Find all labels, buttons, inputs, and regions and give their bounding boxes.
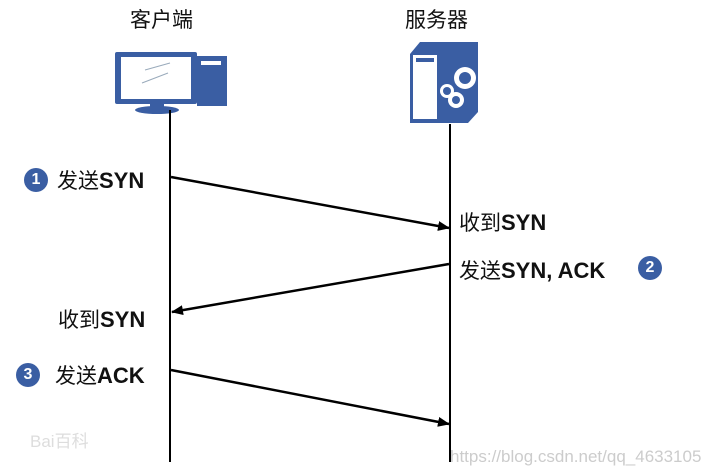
client-title: 客户端 <box>130 8 193 32</box>
client-receive-syn-label: 收到SYN <box>58 309 145 331</box>
arrow-syn <box>170 175 450 231</box>
arrow-ack <box>170 368 450 427</box>
arrow-syn-ack <box>171 262 450 316</box>
client-send-syn-label: 发送SYN <box>57 170 144 192</box>
server-receive-syn-label: 收到SYN <box>459 212 546 234</box>
label-prefix: 收到 <box>459 211 501 235</box>
server-gears-icon <box>410 42 478 123</box>
client-send-ack-label: 发送ACK <box>55 365 145 387</box>
step-number-badge: 1 <box>24 168 48 192</box>
server-title: 服务器 <box>405 8 468 32</box>
label-bold: SYN <box>100 307 146 332</box>
desktop-computer-icon <box>115 52 227 114</box>
label-prefix: 发送 <box>55 364 97 388</box>
url-watermark: https://blog.csdn.net/qq_46331050 <box>450 447 702 466</box>
label-bold: SYN <box>99 168 145 193</box>
label-prefix: 收到 <box>58 308 100 332</box>
server-send-syn-ack-label: 发送SYN, ACK <box>459 260 605 282</box>
baidu-watermark: Bai百科 <box>30 432 89 451</box>
label-prefix: 发送 <box>459 259 501 283</box>
label-bold: SYN, ACK <box>501 258 606 283</box>
label-bold: ACK <box>97 363 145 388</box>
step-number-badge: 3 <box>16 363 40 387</box>
label-bold: SYN <box>501 210 547 235</box>
label-prefix: 发送 <box>57 169 99 193</box>
step-number-badge: 2 <box>638 256 662 280</box>
